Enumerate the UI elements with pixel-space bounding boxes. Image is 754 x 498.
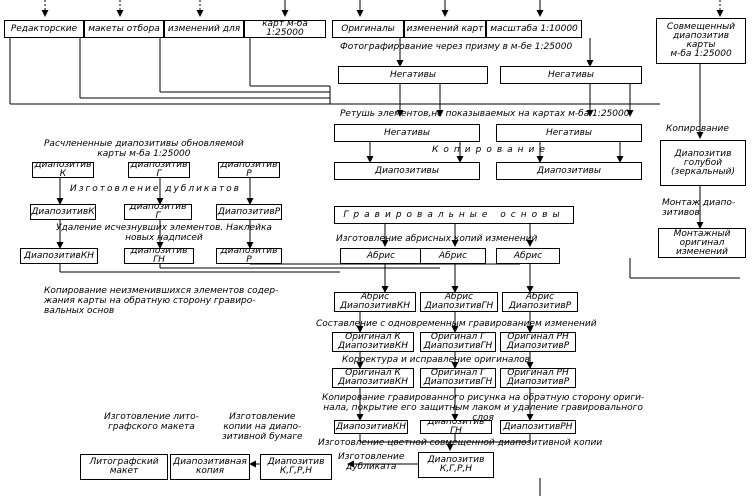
parsed-label: Расчлененные диапозитивы обновляемой кар… — [44, 139, 244, 159]
diap-kn: ДиапозитивКН — [20, 248, 98, 264]
copies-paper-label: Изготовление копии на диапо- зитивной бу… — [222, 412, 303, 442]
negatives-top-right: Негативы — [500, 66, 642, 84]
originals-box-3: масштаба 1:10000 — [486, 20, 582, 38]
original-g-2: Оригинал Г ДиапозитивГН — [420, 368, 496, 388]
diapositives-right: Диапозитивы — [496, 162, 642, 180]
abris-3: Абрис — [496, 248, 560, 264]
edit-box-4: карт м-ба 1:25000 — [244, 20, 326, 38]
abris-2: Абрис — [420, 248, 486, 264]
originals-box-1: Оригиналы — [332, 20, 404, 38]
diapositive-final-box: Диапозитив К,Г,Р,Н — [418, 452, 494, 478]
montage-label: Монтаж диапо- зитивов — [662, 198, 736, 218]
engraving-bases-box: Гравировальные основы — [334, 206, 574, 224]
abris-diap-r: Абрис ДиапозитивР — [502, 292, 578, 312]
lithographic-layout-box: Литографский макет — [80, 454, 168, 480]
final-diap-kn: ДиапозитивКН — [334, 420, 408, 434]
final-diap-gn: Диапозитив ГН — [420, 420, 492, 434]
copying-label: Копирование — [432, 145, 550, 155]
diap-g-1: Диапозитив Г — [128, 162, 190, 178]
original-g-1: Оригинал Г ДиапозитивГН — [420, 332, 496, 352]
copy-unchanged-label: Копирование неизменившихся элементов сод… — [44, 286, 279, 316]
retouch-label: Ретушь элементов,не показываемых на карт… — [340, 109, 630, 119]
correct-label: Корректура и исправление оригиналов — [342, 355, 530, 365]
abris-1: Абрис — [340, 248, 422, 264]
diapositive-copy-box: Диапозитивная копия — [170, 454, 250, 480]
negatives-mid-right: Негативы — [496, 124, 642, 142]
diap-gn: Диапозитив ГН — [124, 248, 194, 264]
original-r-2: Оригинал РН ДиапозитивР — [500, 368, 576, 388]
diap-g-2: Диапозитив Г — [124, 204, 192, 220]
diapositive-kgrh-box: Диапозитив К,Г,Р,Н — [260, 454, 332, 480]
mounting-original-box: Монтажный оригинал изменений — [658, 228, 746, 258]
final-diap-rn: ДиапозитивРН — [500, 420, 576, 434]
photo-label: Фотографирование через призму в м-бе 1:2… — [340, 42, 573, 52]
dups-label: Изготовление дубликатов — [70, 184, 241, 194]
mirror-diapositive-box: Диапозитив голубой (зеркальный) — [660, 140, 746, 186]
edit-box-2: макеты отбора — [84, 20, 164, 38]
diap-k-2: ДиапозитивК — [30, 204, 96, 220]
copying-right-label: Копирование — [666, 124, 729, 134]
negatives-mid-left: Негативы — [334, 124, 480, 142]
copy-engraved-label: Копирование гравированного рисунка на об… — [322, 393, 645, 423]
edit-box-3: изменений для — [164, 20, 244, 38]
diap-k-1: Диапозитив К — [32, 162, 94, 178]
negatives-top-left: Негативы — [338, 66, 488, 84]
edit-box-1: Редакторские — [4, 20, 84, 38]
originals-box-2: изменений карт — [404, 20, 486, 38]
diap-r-1: Диапозитив Р — [218, 162, 280, 178]
abris-diap-kn: Абрис ДиапозитивКН — [334, 292, 416, 312]
diap-r-2: ДиапозитивР — [216, 204, 282, 220]
remove-label: Удаление исчезнувших элементов. Наклейка… — [56, 223, 272, 243]
abris-diap-gn: Абрис ДиапозитивГН — [420, 292, 498, 312]
dup-make-label: Изготовление дубликата — [338, 452, 405, 472]
diapositives-left: Диапозитивы — [334, 162, 480, 180]
diap-r-3: Диапозитив Р — [216, 248, 282, 264]
original-k-1: Оригинал К ДиапозитивКН — [332, 332, 414, 352]
color-diap-label: Изготовление цветной совмещенной диапози… — [318, 438, 603, 448]
original-k-2: Оригинал К ДиапозитивКН — [332, 368, 414, 388]
litho-make-label: Изготовление лито- графского макета — [104, 412, 199, 432]
compose-label: Составление с одновременным гравирование… — [316, 319, 597, 329]
original-r-1: Оригинал РН ДиапозитивР — [500, 332, 576, 352]
abris-make-label: Изготовление абрисных копий изменений — [336, 234, 538, 244]
combined-diapositive-box: Совмещенный диапозитив карты м-ба 1:2500… — [656, 18, 746, 64]
